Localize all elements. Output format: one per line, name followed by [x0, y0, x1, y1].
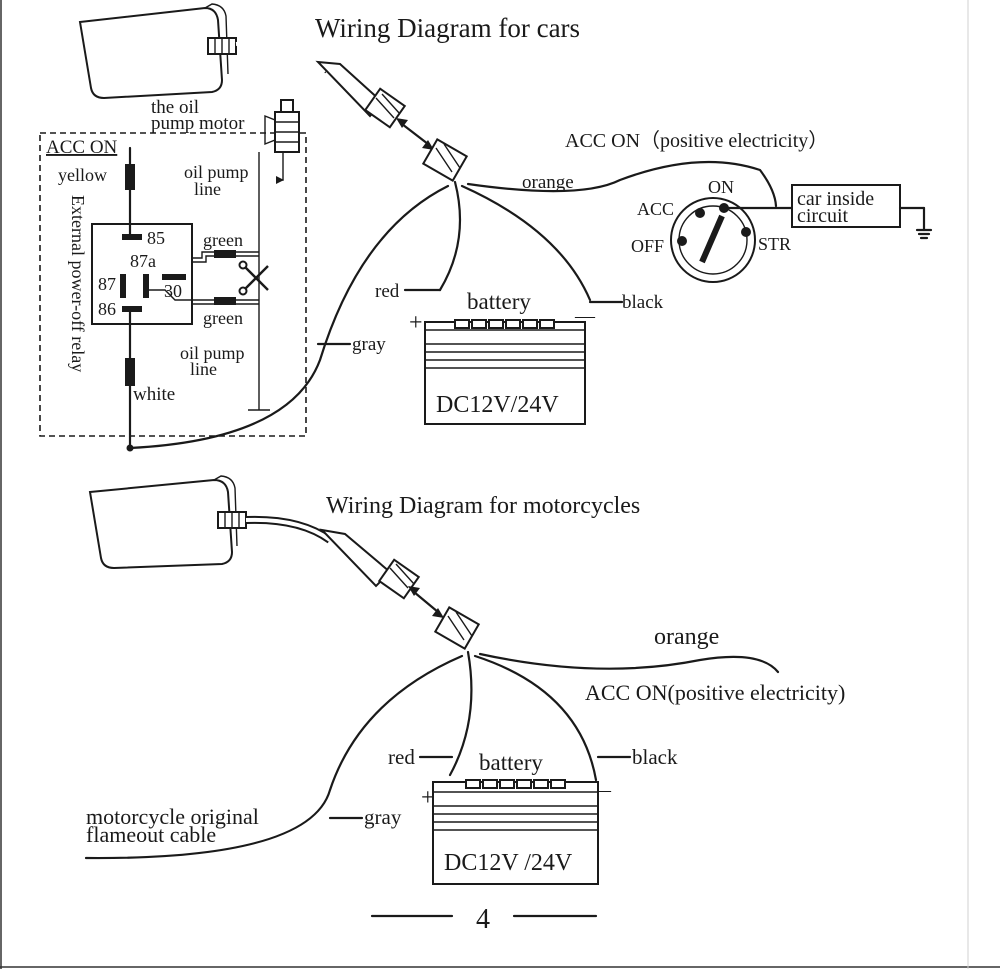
car-connect-arrow — [396, 118, 434, 150]
oil-motor-label-line1: the oil — [151, 97, 199, 118]
car-inside-circuit-box: car inside circuit — [791, 184, 933, 240]
car-wire-red-label: red — [375, 281, 400, 302]
relay-pin-86: 86 — [98, 299, 116, 319]
relay-green-bottom-label: green — [203, 308, 243, 328]
moto-wire-gray-label: gray — [364, 805, 402, 829]
oil-pump-line-top-1: oil pump — [184, 162, 249, 182]
car-wire-orange-label: orange — [522, 172, 574, 193]
relay-pin-30: 30 — [164, 281, 182, 301]
ignition-acc-label: ACC — [637, 199, 674, 219]
relay-pin-87: 87 — [98, 274, 116, 294]
car-inside-circuit-line1: car inside — [797, 188, 874, 210]
car-wiring-diagram: Wiring Diagram for cars — [39, 3, 933, 452]
car-battery-cells — [454, 319, 555, 329]
relay-white-label: white — [133, 384, 175, 405]
ignition-str-label: STR — [758, 234, 791, 254]
relay-dashed-box — [39, 132, 307, 437]
oil-pump-line-bot-1: oil pump — [180, 343, 245, 363]
relay-pin-85: 85 — [147, 228, 165, 248]
moto-acc-on-positive-label: ACC ON(positive electricity) — [585, 680, 845, 705]
relay-acc-on-label: ACC ON — [46, 137, 118, 158]
oil-pump-motor: the oil pump motor — [151, 97, 300, 153]
external-relay: 85 87a 87 30 86 — [91, 223, 193, 325]
oil-pump-line-top-2: line — [194, 179, 221, 199]
relay-green-top-label: green — [203, 230, 243, 250]
moto-battery: battery + — DC12V /24V — [421, 750, 612, 885]
scissors-icon — [238, 260, 269, 296]
car-battery-plus: + — [409, 310, 423, 336]
car-battery-voltage: DC12V/24V — [436, 392, 559, 418]
page-number-footer: 4 — [370, 904, 598, 935]
ignition-on-label: ON — [708, 177, 734, 197]
relay-yellow-label: yellow — [58, 165, 107, 185]
motorcycle-wiring-diagram: Wiring Diagram for motorcycles — [84, 475, 845, 885]
car-acc-on-positive-label: ACC ON（positive electricity） — [565, 129, 828, 152]
ignition-off-label: OFF — [631, 236, 664, 256]
moto-battery-cells — [465, 779, 566, 789]
car-tracker-device — [78, 3, 237, 100]
relay-pin-87a: 87a — [130, 251, 156, 271]
car-wire-gray-label: gray — [352, 334, 386, 355]
page-number: 4 — [476, 904, 490, 935]
moto-tracker-device — [88, 475, 247, 570]
car-battery-title: battery — [467, 289, 531, 314]
moto-wire-orange-label: orange — [654, 624, 719, 650]
car-wire-black-label: black — [622, 292, 664, 313]
oil-motor-label-line2: pump motor — [151, 113, 245, 134]
relay-vertical-label: External power-off relay — [68, 195, 88, 372]
moto-connect-arrow — [408, 586, 444, 618]
car-ignition-switch: ACC ON OFF STR — [631, 177, 791, 283]
oil-pump-line-bot-2: line — [190, 359, 217, 379]
car-battery: battery + — DC12V/24V — [409, 289, 596, 425]
moto-battery-voltage: DC12V /24V — [444, 850, 573, 876]
car-inside-circuit-line2: circuit — [797, 205, 849, 227]
car-diagram-title: Wiring Diagram for cars — [315, 13, 580, 43]
moto-battery-plus: + — [421, 785, 435, 811]
moto-battery-title: battery — [479, 750, 543, 775]
moto-wire-red-label: red — [388, 745, 415, 769]
moto-flameout-line1: motorcycle original — [86, 804, 259, 829]
moto-wire-black-label: black — [632, 745, 678, 769]
moto-flameout-line2: flameout cable — [86, 822, 216, 847]
moto-diagram-title: Wiring Diagram for motorcycles — [326, 493, 640, 519]
